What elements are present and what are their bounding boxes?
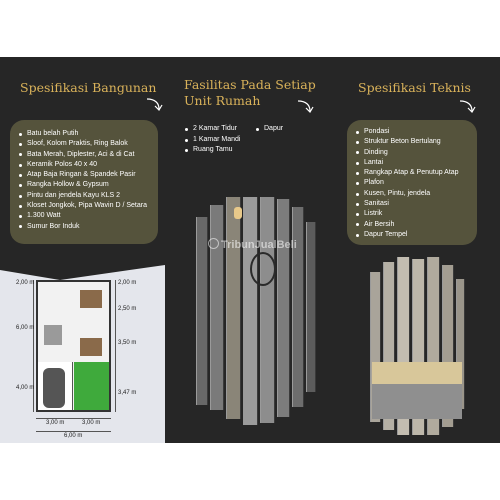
garden-area xyxy=(74,362,109,410)
spec-list-bangunan: Batu belah Putih Sloof, Kolom Praktis, R… xyxy=(18,129,150,232)
list-item: Batu belah Putih xyxy=(18,129,150,139)
list-item: Dinding xyxy=(355,148,469,158)
dim-right-2: 2,50 m xyxy=(118,306,137,312)
dim-bottom-1: 3,00 m xyxy=(46,420,65,426)
list-item: Sumur Bor Induk xyxy=(18,222,150,232)
list-item: Pondasi xyxy=(355,127,469,137)
list-item: 1.300 Watt xyxy=(18,211,150,221)
list-item: Listrik xyxy=(355,209,469,219)
list-item: 2 Kamar Tidur xyxy=(184,124,240,135)
spec-box-teknis: Pondasi Struktur Beton Bertulang Dinding… xyxy=(347,120,477,245)
spec-box-bangunan: Batu belah Putih Sloof, Kolom Praktis, R… xyxy=(10,120,158,244)
dim-right-4: 3,47 m xyxy=(118,390,137,396)
list-item: Keramik Polos 40 x 40 xyxy=(18,160,150,170)
list-item: Ruang Tamu xyxy=(184,145,240,156)
dim-bottom-2: 3,00 m xyxy=(82,420,101,426)
list-item: Rangkap Atap & Penutup Atap xyxy=(355,168,469,178)
heading-fasilitas-line2: Unit Rumah xyxy=(184,93,261,108)
list-item: Air Bersih xyxy=(355,220,469,230)
list-item: Pintu dan jendela Kayu KLS 2 xyxy=(18,191,150,201)
list-item: Struktur Beton Bertulang xyxy=(355,137,469,147)
curved-arrow-icon xyxy=(459,100,476,113)
dim-left-1: 2,00 m xyxy=(16,280,35,286)
list-item: Sanitasi xyxy=(355,199,469,209)
bed-icon xyxy=(80,290,102,308)
watermark: TribunJualBeli xyxy=(208,238,297,251)
list-item: Plafon xyxy=(355,178,469,188)
car-icon xyxy=(43,368,65,408)
mirror-icon xyxy=(250,252,276,286)
list-item: Atap Baja Ringan & Spandek Pasir xyxy=(18,170,150,180)
heading-spesifikasi-bangunan: Spesifikasi Bangunan xyxy=(20,80,157,95)
bed-icon xyxy=(80,338,102,356)
dim-total-width: 6,00 m xyxy=(64,433,83,439)
fasilitas-list-col2: Dapur xyxy=(255,124,283,135)
watermark-text: TribunJualBeli xyxy=(221,239,297,251)
list-item: Bata Merah, Diplester, Aci & di Cat xyxy=(18,150,150,160)
heading-spesifikasi-teknis: Spesifikasi Teknis xyxy=(358,80,471,95)
list-item: Sloof, Kolom Praktis, Ring Balok xyxy=(18,139,150,149)
dim-right-1: 2,00 m xyxy=(118,280,137,286)
curved-arrow-icon xyxy=(146,98,163,111)
list-item: Dapur Tempel xyxy=(355,230,469,240)
fasilitas-list-col1: 2 Kamar Tidur 1 Kamar Mandi Ruang Tamu xyxy=(184,124,240,156)
list-item: 1 Kamar Mandi xyxy=(184,135,240,146)
heading-fasilitas: Fasilitas Pada Setiap Unit Rumah xyxy=(184,77,316,109)
curved-arrow-icon xyxy=(297,100,314,113)
floor-plan: 2,00 m 6,00 m 4,00 m 2,00 m 2,50 m 3,50 … xyxy=(0,265,165,443)
dim-right-3: 3,50 m xyxy=(118,340,137,346)
heading-fasilitas-line1: Fasilitas Pada Setiap xyxy=(184,77,316,92)
list-item: Kusen, Pintu, jendela xyxy=(355,189,469,199)
list-item: Rangka Hollow & Gypsum xyxy=(18,180,150,190)
bed-pillows xyxy=(372,362,462,384)
dim-left-2: 6,00 m xyxy=(16,325,35,331)
lamp-icon xyxy=(234,207,242,219)
dim-left-3: 4,00 m xyxy=(16,385,35,391)
bed-sheet xyxy=(372,384,462,419)
sofa-icon xyxy=(44,325,62,345)
list-item: Dapur xyxy=(255,124,283,135)
watermark-logo-icon xyxy=(208,238,219,249)
list-item: Lantai xyxy=(355,158,469,168)
list-item: Kloset Jongkok, Pipa Wavin D / Setara xyxy=(18,201,150,211)
spec-list-teknis: Pondasi Struktur Beton Bertulang Dinding… xyxy=(355,127,469,240)
